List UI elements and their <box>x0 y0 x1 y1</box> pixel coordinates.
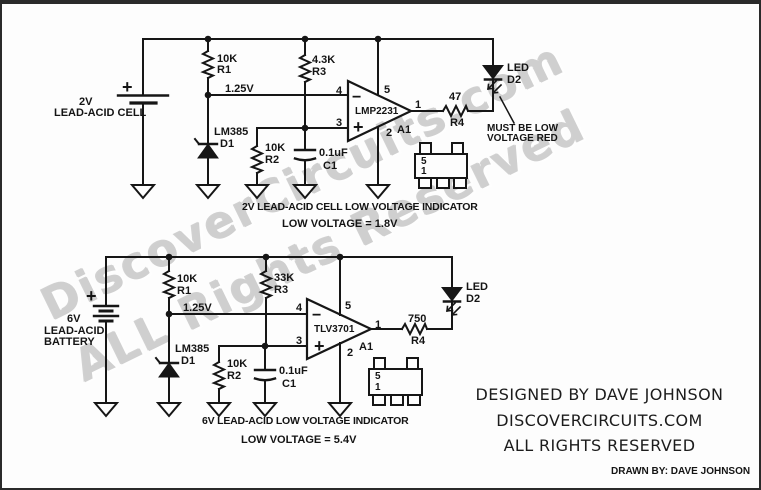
led-type-label-2v: LED <box>507 62 529 74</box>
r1-value-6v: 10K <box>177 273 198 285</box>
opamp-pin4-6v: 4 <box>296 302 303 314</box>
circuit-2v-lines <box>116 35 516 200</box>
led-ref-2v: D2 <box>507 74 522 86</box>
resistor-r1-2v <box>200 38 216 96</box>
opamp-part-2v: LMP2231 <box>355 106 399 117</box>
resistor-r2-6v <box>211 345 227 404</box>
battery-name2-label-6v: BATTERY <box>44 336 95 348</box>
caption-2v: 2V LEAD-ACID CELL LOW VOLTAGE INDICATOR <box>242 201 478 213</box>
r4-ref-2v: R4 <box>450 117 465 129</box>
led-note-line1: MUST BE LOW <box>487 123 559 134</box>
battery-name1-label-6v: LEAD-ACID <box>44 325 105 337</box>
led-note-line2: VOLTAGE RED <box>487 133 558 144</box>
sot23-package-2v <box>414 142 468 189</box>
resistor-r1-6v <box>161 256 177 315</box>
opamp-pin3-2v: 3 <box>336 117 343 129</box>
r4-value-6v: 750 <box>408 313 427 325</box>
battery-voltage-label-6v: 6V <box>67 313 81 325</box>
r1-ref-6v: R1 <box>177 285 192 297</box>
resistor-r3-6v <box>258 256 274 347</box>
ref-voltage-label-2v: 1.25V <box>225 83 254 95</box>
led-d2-2v <box>482 38 516 125</box>
opamp-part-6v: TLV3701 <box>314 324 355 335</box>
pkg-pin5-label-6v: 5 <box>375 371 381 382</box>
d1-ref-6v: D1 <box>181 355 196 367</box>
sot23-package-6v <box>368 357 423 406</box>
grounds-6v <box>92 402 354 418</box>
led-d2-6v <box>441 256 463 330</box>
r4-value-2v: 47 <box>449 91 462 103</box>
pkg-pin1-label-6v: 1 <box>375 382 381 393</box>
led-note-leader-line <box>498 95 516 125</box>
r3-value-2v: 4.3K <box>312 54 336 66</box>
capacitor-c1-6v <box>253 345 277 404</box>
opamp-pin2-2v: 2 <box>386 127 393 139</box>
caption-6v: 6V LEAD-ACID LOW VOLTAGE INDICATOR <box>202 415 409 427</box>
r3-value-6v: 33K <box>274 272 295 284</box>
opamp-pin3-6v: 3 <box>296 335 303 347</box>
c1-ref-2v: C1 <box>323 160 338 172</box>
opamp-pin5-6v: 5 <box>345 300 352 312</box>
ref-voltage-label-6v: 1.25V <box>183 302 212 314</box>
opamp-plus-symbol-6v: + <box>314 336 325 356</box>
pkg-pin5-label-2v: 5 <box>421 156 427 167</box>
r3-ref-6v: R3 <box>274 284 289 296</box>
capacitor-c1-2v <box>293 127 317 186</box>
c1-ref-6v: C1 <box>282 378 297 390</box>
d1-part-2v: LM385 <box>214 126 249 138</box>
zener-d1-2v <box>193 94 219 186</box>
c1-value-6v: 0.1uF <box>279 365 308 377</box>
opamp-pin2-6v: 2 <box>347 347 354 359</box>
resistor-r3-2v <box>297 38 313 129</box>
opamp-ref-6v: A1 <box>359 341 374 353</box>
opamp-ref-2v: A1 <box>397 124 412 136</box>
r2-ref-6v: R2 <box>227 370 242 382</box>
subcaption-2v: LOW VOLTAGE = 1.8V <box>282 218 398 230</box>
c1-value-2v: 0.1uF <box>319 147 348 159</box>
battery-2v-symbol <box>116 38 170 186</box>
r2-value-2v: 10K <box>265 142 286 154</box>
subcaption-6v: LOW VOLTAGE = 5.4V <box>241 434 357 446</box>
battery-voltage-label-2v: 2V <box>79 96 93 108</box>
opamp-plus-symbol-2v: + <box>353 117 364 137</box>
resistor-r2-2v <box>249 127 265 186</box>
opamp-pin4-2v: 4 <box>336 85 343 97</box>
resistor-r4-6v <box>370 321 453 337</box>
led-light-arrows-2v <box>486 79 503 95</box>
junction-dots-2v <box>204 35 382 132</box>
r4-ref-6v: R4 <box>411 335 426 347</box>
r1-ref-2v: R1 <box>217 64 232 76</box>
opamp-pin1-2v: 1 <box>415 99 422 111</box>
battery-plus-sign-6v: + <box>86 286 97 306</box>
d1-part-6v: LM385 <box>175 343 210 355</box>
d1-ref-2v: D1 <box>220 138 235 150</box>
r2-value-6v: 10K <box>227 358 248 370</box>
opamp-minus-symbol-6v: − <box>312 307 322 324</box>
led-light-arrows-6v <box>445 301 462 317</box>
credit-rights: ALL RIGHTS RESERVED <box>503 436 696 455</box>
resistor-r4-2v <box>410 103 494 119</box>
grounds-2v <box>129 184 392 200</box>
battery-plus-sign-2v: + <box>122 77 133 97</box>
led-type-label-6v: LED <box>466 281 488 293</box>
opamp-minus-symbol-2v: − <box>352 89 362 106</box>
zener-d1-6v <box>154 313 180 404</box>
r3-ref-2v: R3 <box>312 66 327 78</box>
junction-dots-6v <box>165 253 344 350</box>
opamp-triangle-6v <box>305 297 374 361</box>
battery-name-label-2v: LEAD-ACID CELL <box>54 107 147 119</box>
r2-ref-2v: R2 <box>265 154 280 166</box>
credit-designed-by: DESIGNED BY DAVE JOHNSON <box>475 385 724 404</box>
r1-value-2v: 10K <box>217 53 238 65</box>
circuit-6v-lines <box>92 253 463 418</box>
opamp-triangle-2v <box>346 79 414 143</box>
credit-drawn-by: DRAWN BY: DAVE JOHNSON <box>611 466 751 477</box>
credit-site: DISCOVERCIRCUITS.COM <box>496 411 703 430</box>
pkg-pin1-label-2v: 1 <box>421 166 427 177</box>
led-ref-6v: D2 <box>466 293 481 305</box>
opamp-pin1-6v: 1 <box>375 319 382 331</box>
opamp-pin5-2v: 5 <box>384 84 391 96</box>
battery-6v-symbol <box>92 256 120 404</box>
